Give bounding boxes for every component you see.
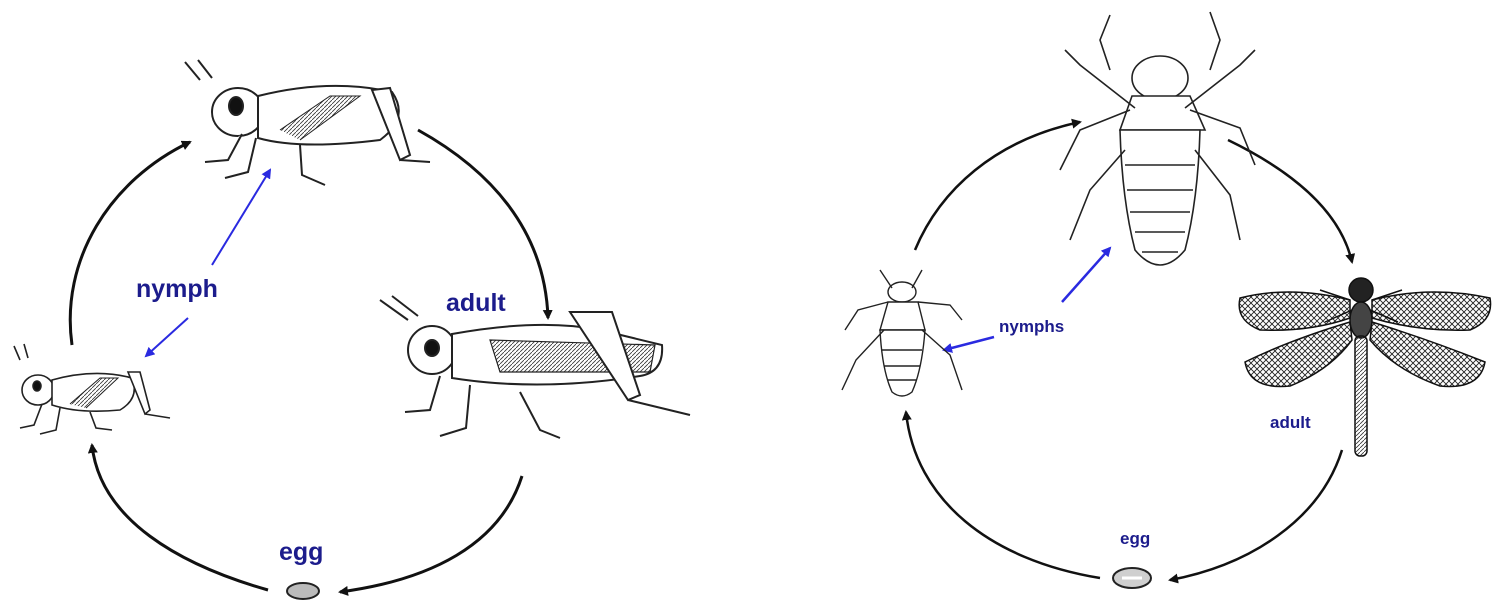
arrow-large-nymph-to-adult [1228, 140, 1352, 262]
nymph-pointer-down [146, 318, 188, 356]
arrow-egg-to-nymph [92, 445, 268, 590]
nymphs-pointer-up [1062, 248, 1110, 302]
dragonfly-small-nymph-illustration [842, 270, 962, 396]
grasshopper-egg-illustration [287, 583, 319, 599]
grasshopper-adult-illustration [380, 296, 690, 438]
grasshopper-small-nymph-illustration [14, 344, 170, 434]
grasshopper-large-nymph-illustration [185, 60, 430, 185]
nymph-label: nymph [136, 275, 218, 304]
arrow-small-nymph-to-large-nymph [915, 122, 1080, 250]
nymphs-pointer-left [944, 337, 994, 350]
arrow-adult-to-egg [1170, 450, 1342, 580]
grasshopper-cycle [14, 60, 690, 599]
adult-label-dragonfly: adult [1270, 413, 1311, 433]
egg-label-dragonfly: egg [1120, 529, 1150, 549]
egg-label-grasshopper: egg [279, 538, 323, 567]
arrow-nymph-to-large-nymph [70, 142, 190, 345]
adult-label-grasshopper: adult [446, 289, 506, 318]
nymphs-label: nymphs [999, 317, 1064, 337]
nymph-pointer-up [212, 170, 270, 265]
dragonfly-cycle [842, 12, 1491, 588]
arrow-adult-to-egg [340, 476, 522, 592]
arrow-egg-to-small-nymph [906, 412, 1100, 578]
dragonfly-large-nymph-illustration [1060, 12, 1255, 265]
